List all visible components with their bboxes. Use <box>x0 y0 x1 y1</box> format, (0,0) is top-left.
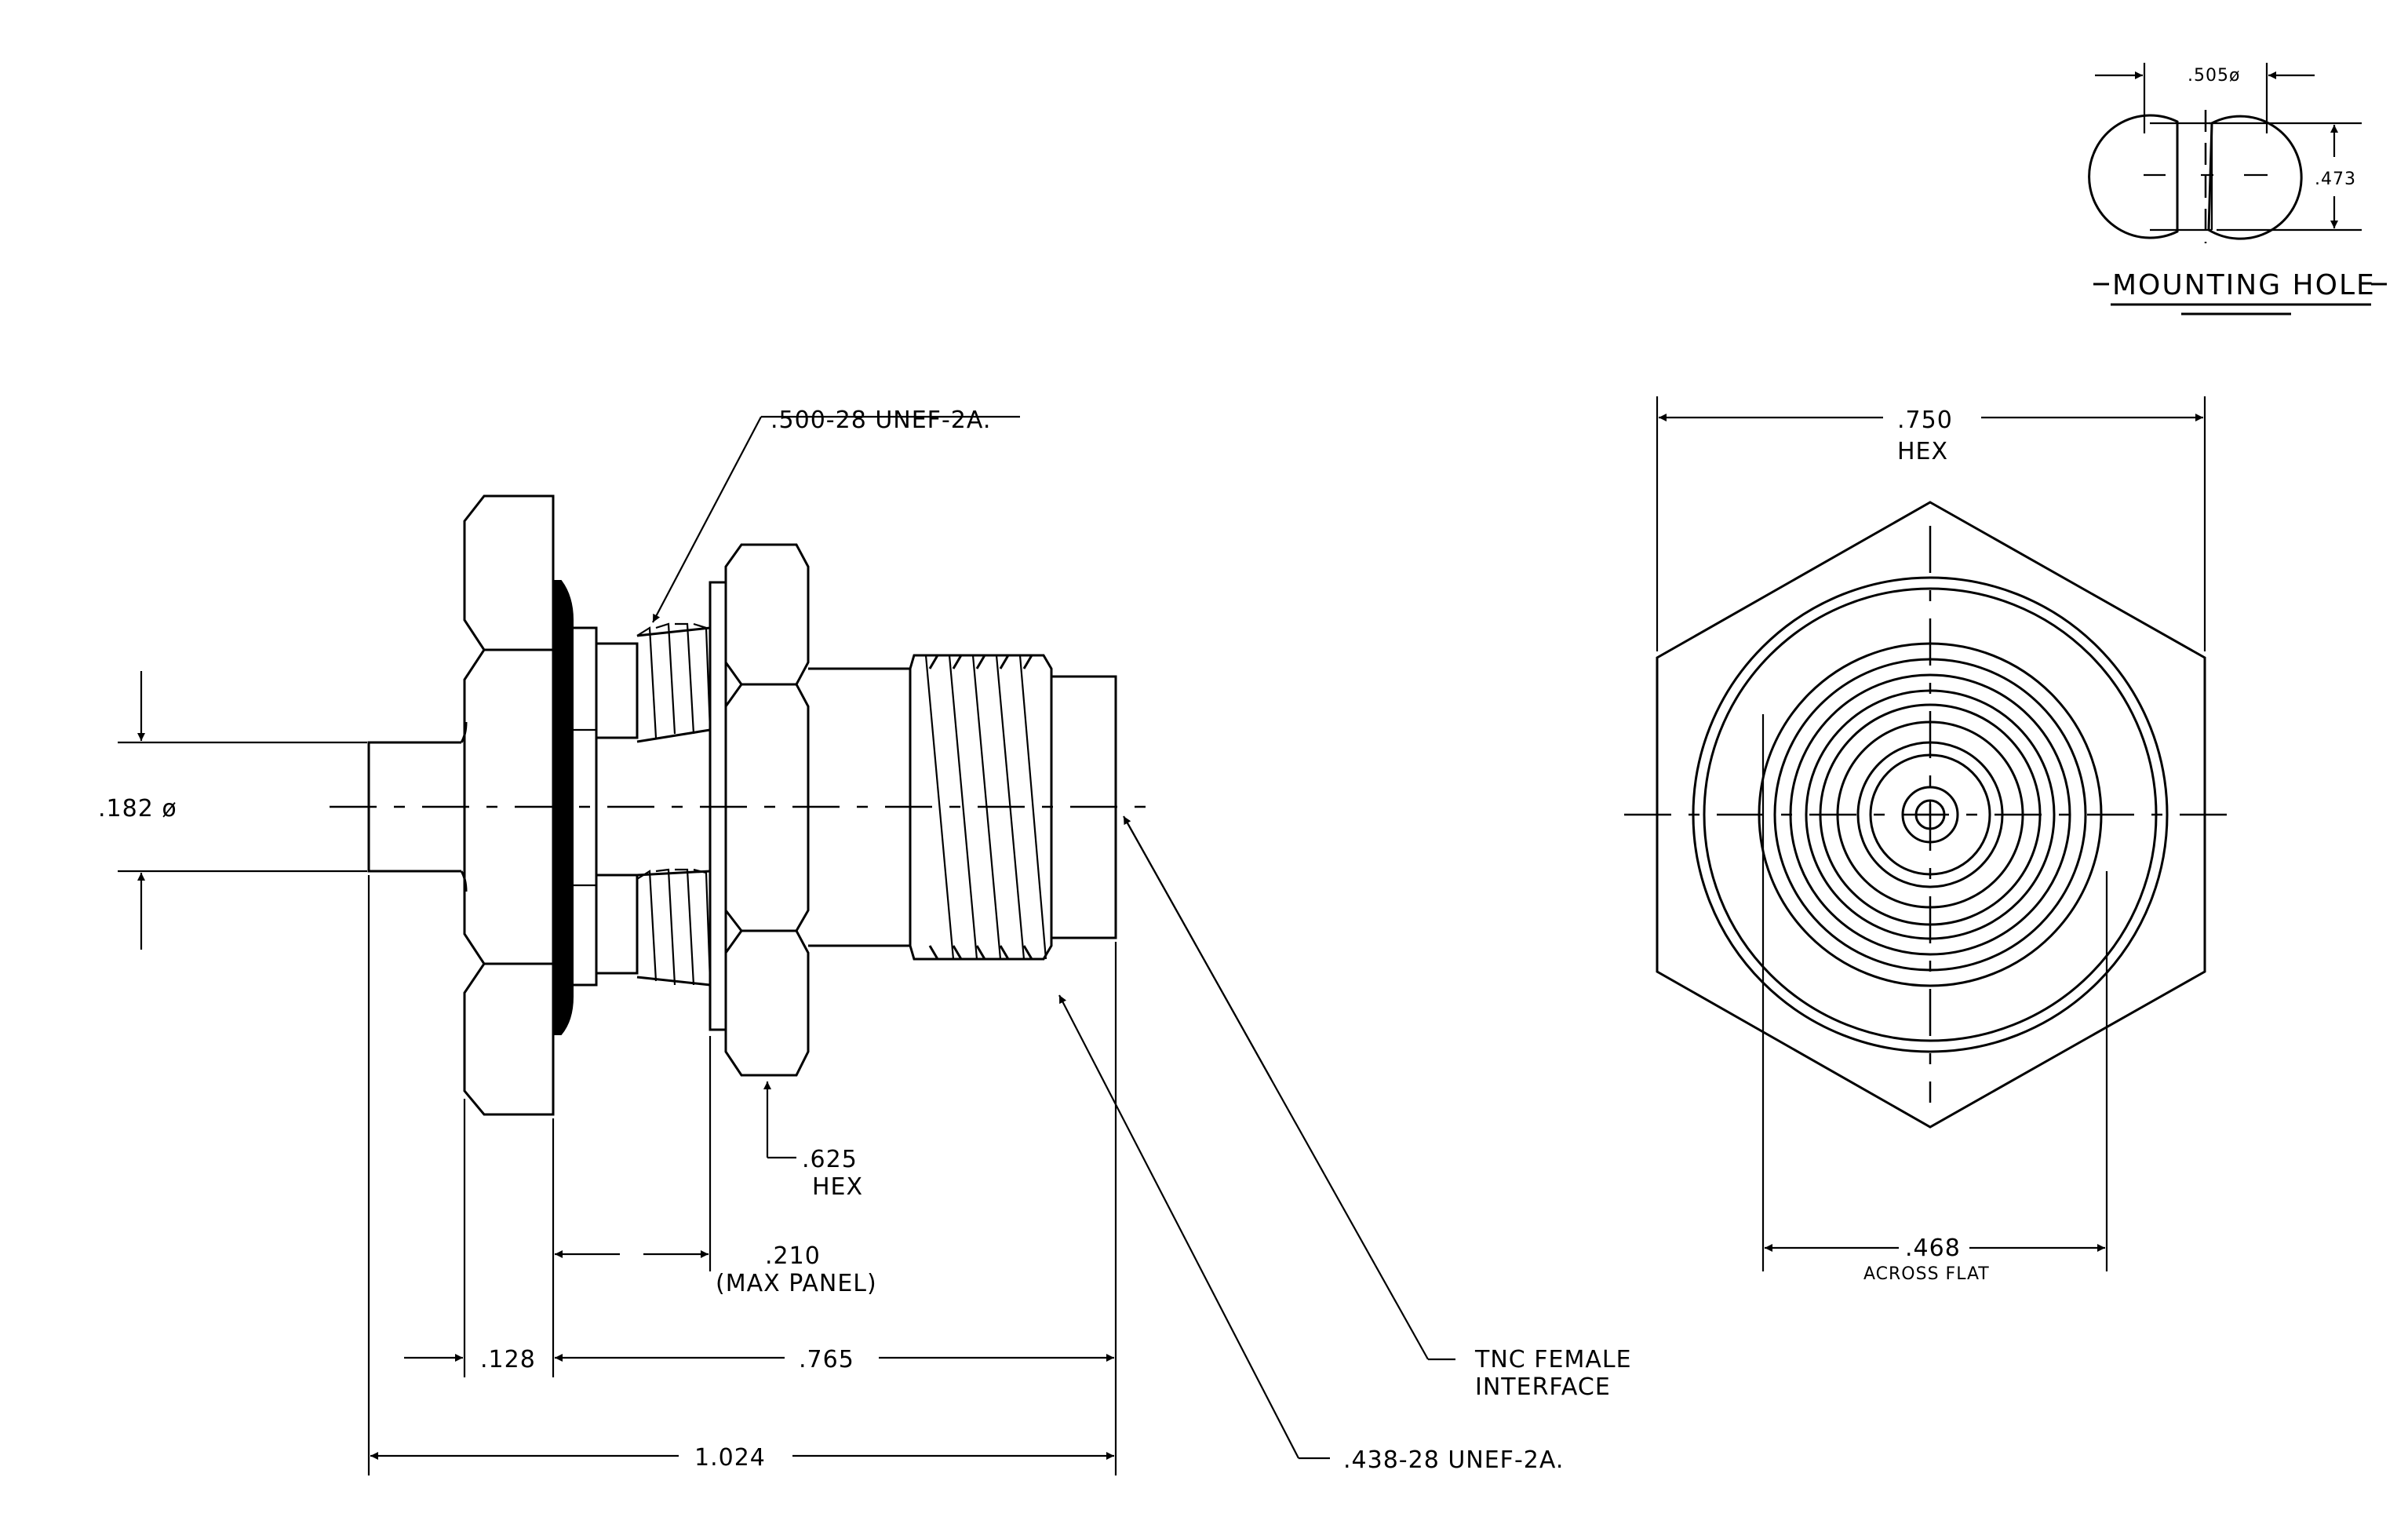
hex-large-unit: HEX <box>1897 438 1948 465</box>
thread-lower <box>596 874 639 975</box>
interface-line1: TNC FEMALE <box>1474 1346 1632 1373</box>
hex-nut-value: .625 <box>802 1146 858 1173</box>
tnc-thread-body <box>909 654 1053 961</box>
flat-note: ACROSS FLAT <box>1863 1264 1990 1284</box>
center-contact-outer <box>1901 786 1959 844</box>
flat-value: .468 <box>1905 1235 1961 1262</box>
thread-upper <box>596 642 639 739</box>
hex-large-value: .750 <box>1897 407 1953 434</box>
hex-nut-unit: HEX <box>812 1173 863 1201</box>
thread-large-label: .500-28 UNEF-2A. <box>770 407 991 434</box>
mount-dia-label: .505ø <box>2188 66 2240 86</box>
mount-flat-label: .473 <box>2315 170 2356 189</box>
thread-small-label: .438-28 UNEF-2A. <box>1343 1446 1564 1474</box>
body-label: .765 <box>799 1346 854 1373</box>
front-view: .750 HEX .468 ACROSS FLAT <box>1624 396 2236 1284</box>
hex-nut <box>724 543 810 1077</box>
side-view: .182 ø .500-28 UNEF-2A. .625 HEX .210 (M… <box>98 407 1632 1475</box>
overall-label: 1.024 <box>694 1444 766 1472</box>
gasket <box>552 580 574 1035</box>
panel-note: (MAX PANEL) <box>716 1270 877 1297</box>
body-cylinder <box>808 667 912 947</box>
mounting-hole-title: MOUNTING HOLE <box>2112 269 2376 301</box>
mounting-hole-view: .505ø .473 MOUNTING HOLE <box>2088 63 2387 316</box>
panel-value: .210 <box>765 1242 821 1270</box>
interface-line2: INTERFACE <box>1475 1373 1611 1401</box>
pin-dia-label: .182 ø <box>98 795 177 823</box>
flange-label: .128 <box>480 1346 536 1373</box>
front-hex <box>1656 501 2206 1129</box>
large-hex-flange <box>463 494 555 1116</box>
mounting-hole-outline <box>2207 115 2303 240</box>
outer-ring <box>1692 576 2169 1053</box>
front-end <box>1051 675 1117 939</box>
shoulder <box>573 626 598 987</box>
rear-pin <box>367 741 461 873</box>
